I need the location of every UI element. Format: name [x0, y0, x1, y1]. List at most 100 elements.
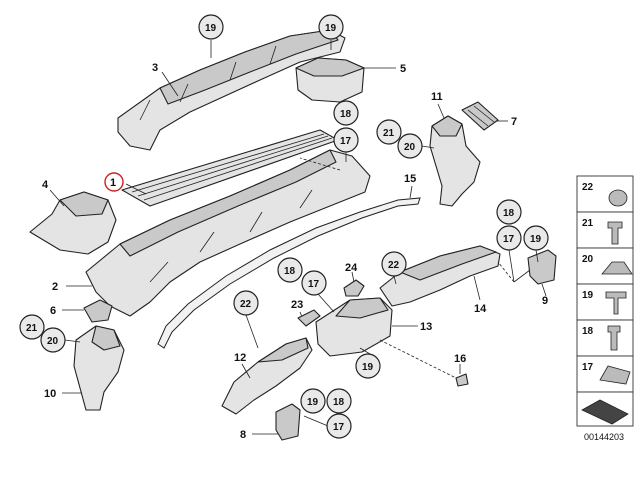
label-12: 12	[234, 352, 246, 364]
part-14-side-panel	[379, 245, 501, 307]
dashed-guides	[299, 157, 515, 379]
washer-plate-icon	[581, 399, 629, 425]
svg-text:17: 17	[503, 234, 515, 245]
label-5: 5	[400, 63, 406, 75]
legend-num-17: 17	[582, 362, 594, 373]
callout-17-upper: 17	[333, 127, 359, 162]
svg-text:18: 18	[503, 208, 515, 219]
clip-nut-icon	[599, 365, 631, 385]
part-6-clip	[83, 299, 113, 323]
leader-15	[409, 185, 413, 199]
legend-panel: 22 21 20 19 18 17	[576, 175, 634, 427]
svg-text:18: 18	[333, 397, 345, 408]
svg-text:19: 19	[325, 23, 337, 34]
callout-20-right: 20	[397, 133, 435, 159]
leader-11	[437, 103, 445, 119]
svg-text:21: 21	[383, 128, 395, 139]
part-15-seal-strip	[157, 197, 421, 349]
leader-14	[473, 275, 481, 301]
bolt-icon	[607, 325, 621, 351]
svg-text:17: 17	[308, 279, 320, 290]
callout-21-right: 21	[376, 119, 402, 145]
label-7: 7	[511, 116, 517, 128]
svg-text:19: 19	[307, 397, 319, 408]
legend-num-20: 20	[582, 254, 594, 265]
legend-num-18: 18	[582, 326, 594, 337]
part-24-clip	[343, 279, 365, 297]
part-2-cowl-carrier	[85, 149, 371, 317]
svg-text:19: 19	[530, 234, 542, 245]
label-13: 13	[420, 321, 432, 333]
svg-text:17: 17	[340, 136, 352, 147]
svg-text:19: 19	[205, 23, 217, 34]
callout-22-center-left: 22	[233, 290, 259, 349]
diagram-code: 00144203	[584, 432, 624, 442]
svg-text:20: 20	[404, 142, 416, 153]
label-11: 11	[431, 91, 443, 103]
leader-4	[49, 189, 65, 207]
part-3-cowl-panel	[117, 29, 346, 151]
part-9-bracket	[527, 249, 557, 285]
leader-9	[541, 283, 547, 297]
legend-num-22: 22	[582, 182, 594, 193]
leader-1	[125, 183, 147, 195]
label-8: 8	[240, 429, 246, 441]
part-4-cover-left	[29, 191, 117, 255]
label-4: 4	[42, 179, 49, 191]
svg-text:23: 23	[291, 299, 303, 311]
callout-20-left: 20	[40, 327, 81, 353]
label-16: 16	[454, 353, 466, 365]
part-7-grille	[461, 101, 499, 131]
label-2: 2	[52, 281, 58, 293]
part-16-clip	[455, 373, 469, 387]
label-1: 1	[110, 177, 116, 189]
label-6: 6	[50, 305, 56, 317]
collar-screw-icon	[605, 291, 627, 315]
callout-19-right: 19	[523, 225, 549, 263]
callout-23: 23	[291, 299, 321, 327]
callout-18-bottom: 18	[326, 388, 352, 414]
part-12-lower-panel	[221, 337, 313, 415]
callout-18-upper: 18	[333, 100, 359, 126]
highlight-ring-1	[104, 172, 124, 192]
svg-text:17: 17	[333, 422, 345, 433]
callout-19-center: 19	[355, 347, 381, 379]
svg-text:18: 18	[284, 266, 296, 277]
legend-num-21: 21	[582, 218, 594, 229]
part-13-housing	[315, 297, 393, 357]
callout-18-right: 18	[496, 199, 522, 225]
label-14: 14	[474, 303, 487, 315]
callout-18-center: 18	[277, 257, 303, 283]
svg-text:21: 21	[26, 323, 38, 334]
svg-text:19: 19	[362, 362, 374, 373]
label-9: 9	[542, 295, 548, 307]
callout-17-bottom: 17	[303, 413, 352, 439]
nut-icon	[608, 189, 628, 207]
svg-text:22: 22	[240, 299, 252, 310]
legend-num-19: 19	[582, 290, 594, 301]
callout-19-top-right: 19	[318, 14, 344, 50]
svg-text:18: 18	[340, 109, 352, 120]
callout-19-top-left: 19	[198, 14, 224, 58]
label-10: 10	[44, 388, 56, 400]
callout-17-center: 17	[301, 270, 335, 313]
svg-text:22: 22	[388, 260, 400, 271]
svg-text:20: 20	[47, 336, 59, 347]
part-5-cover	[295, 57, 365, 103]
part-10-duct-left	[73, 325, 125, 411]
callout-19-bottom: 19	[300, 388, 326, 414]
part-11-duct-right	[429, 115, 481, 207]
legend-cell-18	[576, 319, 634, 357]
part-8-bracket	[275, 403, 301, 441]
leader-24	[351, 271, 355, 283]
leader-3	[161, 71, 179, 97]
callout-21-left: 21	[19, 314, 45, 340]
callout-22-center-right: 22	[381, 251, 407, 285]
leader-12	[241, 363, 251, 379]
callout-17-right: 17	[496, 225, 531, 283]
label-24: 24	[345, 262, 358, 274]
label-3: 3	[152, 62, 158, 74]
label-15: 15	[404, 173, 416, 185]
screw-icon	[607, 221, 623, 245]
